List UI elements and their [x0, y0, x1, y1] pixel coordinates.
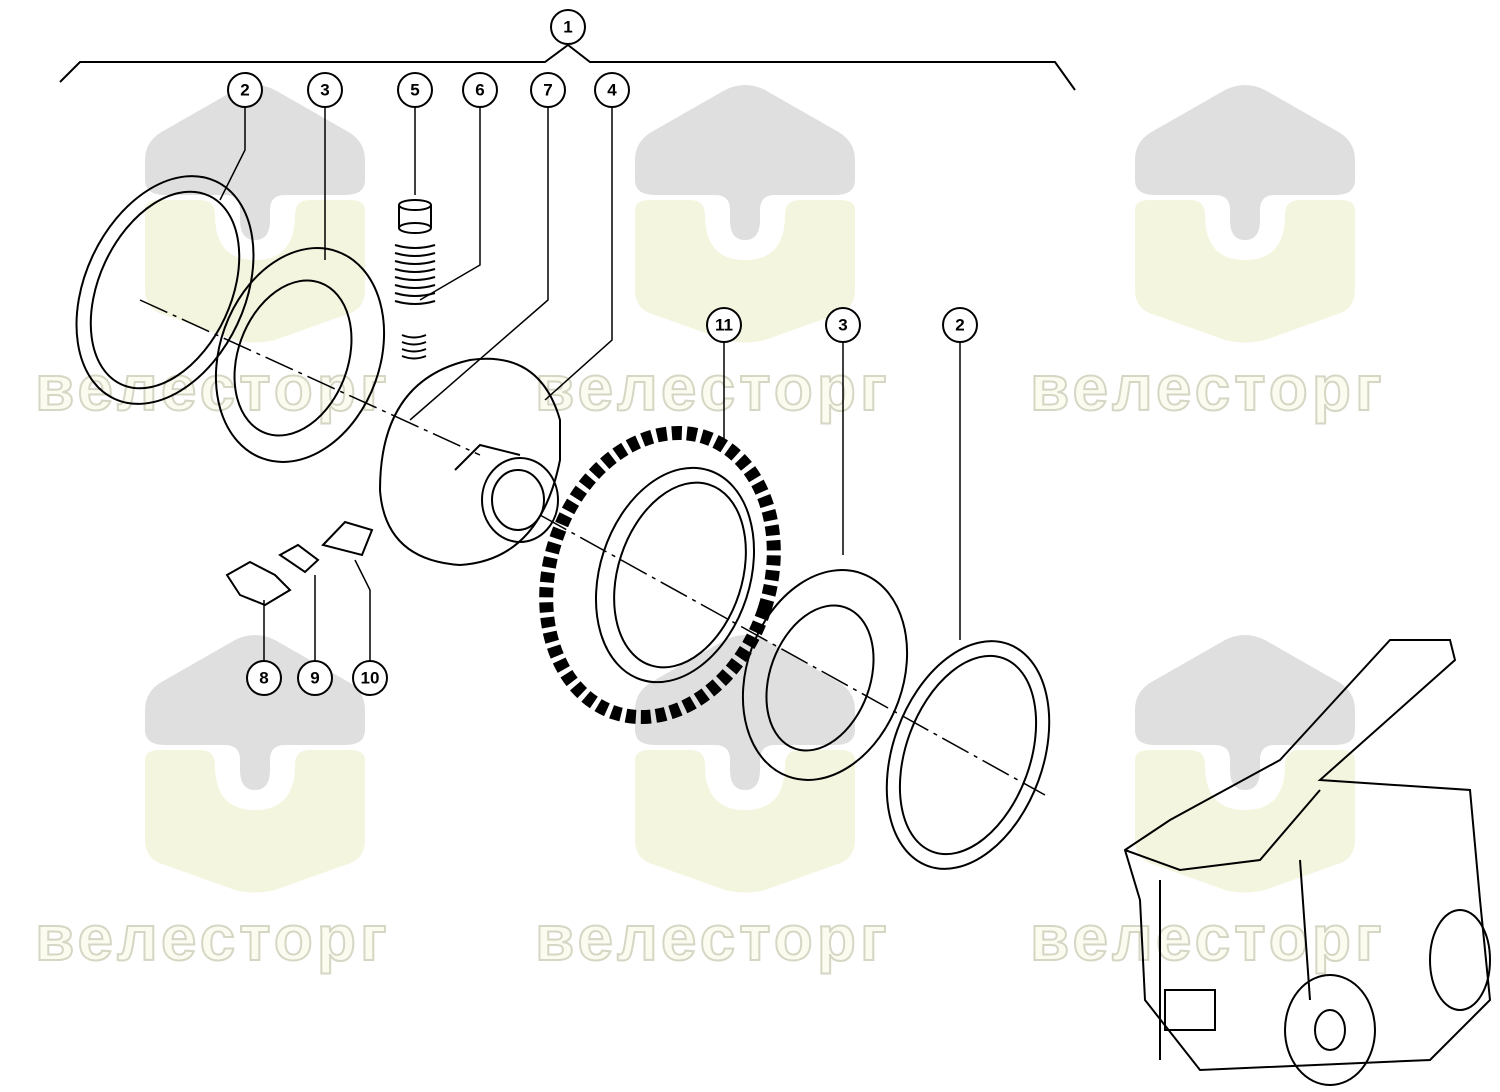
leader-line	[219, 107, 246, 201]
hub	[378, 357, 561, 567]
leader-line	[419, 107, 481, 301]
callout-snap-ring-right: 2	[942, 307, 978, 640]
axis-line	[139, 299, 1046, 796]
callout-circle	[942, 307, 978, 343]
watermark-word: велесторг	[535, 352, 891, 424]
callout-thrust-washer-right: 3	[825, 307, 861, 555]
callout-number: 2	[955, 316, 964, 335]
callout-spring-small: 7	[409, 72, 566, 421]
leader-line	[409, 107, 549, 421]
callout-circle	[706, 307, 742, 343]
spring-small	[401, 334, 427, 360]
parts	[75, 175, 1492, 1086]
callout-circle	[825, 307, 861, 343]
callout-circle	[594, 72, 630, 108]
watermark-word: велесторг	[35, 902, 391, 974]
watermark-logos	[145, 85, 1355, 893]
callout-key-8: 8	[246, 600, 282, 696]
callout-number: 2	[240, 81, 249, 100]
watermark-word: велесторг	[1030, 902, 1386, 974]
leader-line	[544, 107, 613, 401]
snap-ring-left	[75, 175, 255, 405]
callout-number: 11	[715, 316, 733, 335]
callout-circle	[307, 72, 343, 108]
watermark-word: велесторг	[535, 902, 891, 974]
snap-ring-right	[885, 640, 1051, 870]
callout-number: 9	[310, 669, 319, 688]
callout-number: 6	[475, 81, 484, 100]
callout-number: 5	[410, 81, 419, 100]
callout-number: 3	[838, 316, 847, 335]
callout-plug: 5	[397, 72, 433, 195]
key-8	[225, 560, 292, 607]
callout-circle	[550, 9, 586, 45]
callout-gear-ring: 11	[706, 307, 742, 440]
plug	[398, 199, 432, 234]
callout-hub: 4	[544, 72, 630, 401]
callouts: 1 2 3 5 6 7 4 11 3 2 8 9 10	[219, 9, 978, 696]
callout-key-9: 9	[297, 575, 333, 696]
assembly-bracket	[59, 43, 1076, 91]
callout-number: 7	[543, 81, 552, 100]
callout-circle	[462, 72, 498, 108]
callout-circle	[352, 660, 388, 696]
thrust-washer-right	[741, 569, 909, 781]
harvester-illustration	[1123, 639, 1492, 1086]
callout-assembly: 1	[550, 9, 586, 45]
callout-spring-large: 6	[419, 72, 498, 301]
key-10	[321, 520, 374, 557]
callout-circle	[227, 72, 263, 108]
callout-circle	[297, 660, 333, 696]
callout-number: 4	[607, 81, 617, 100]
thrust-washer-left	[214, 247, 386, 463]
callout-number: 1	[563, 18, 572, 37]
watermark-word: велесторг	[1030, 352, 1386, 424]
spring-large	[394, 244, 436, 305]
callout-thrust-washer-left: 3	[307, 72, 343, 260]
callout-circle	[397, 72, 433, 108]
callout-number: 8	[259, 669, 268, 688]
key-9	[278, 543, 320, 574]
watermark-text: велесторг велесторг велесторг велесторг веле…	[34, 351, 1386, 975]
callout-snap-ring-left: 2	[219, 72, 263, 201]
callout-circle	[530, 72, 566, 108]
callout-circle	[246, 660, 282, 696]
callout-number: 3	[320, 81, 329, 100]
callout-number: 10	[361, 669, 380, 688]
callout-key-10: 10	[352, 559, 388, 696]
gear-ring	[539, 425, 781, 725]
